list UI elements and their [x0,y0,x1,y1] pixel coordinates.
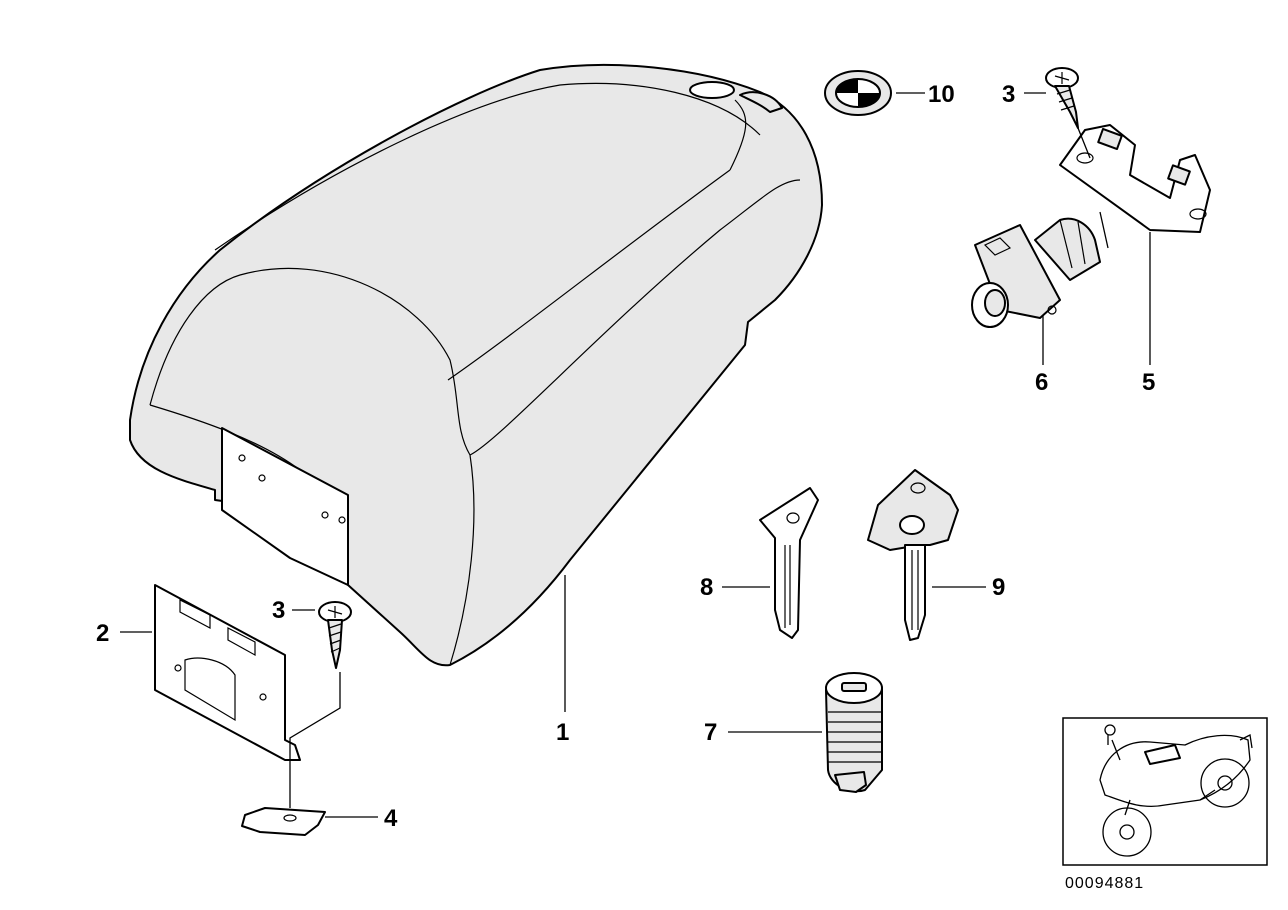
locator-inset [1062,717,1268,866]
callout-9: 9 [992,574,1005,601]
callout-4: 4 [384,805,398,832]
callout-5: 5 [1142,369,1155,396]
seat-cowl-icon [129,63,823,667]
callout-6: 6 [1035,369,1048,396]
callout-3-upper: 3 [1002,81,1015,108]
callout-2: 2 [96,620,109,647]
screw-icon [1045,67,1079,129]
callout-7: 7 [704,719,717,746]
key-icon [867,469,959,641]
lock-bracket-icon [1059,124,1211,233]
screw-icon [318,601,352,669]
reference-number: 00094881 [1065,875,1144,892]
mounting-bracket-icon [154,584,301,761]
key-blank-icon [759,487,819,639]
lock-cylinder-icon [971,217,1101,328]
callout-1: 1 [556,719,569,746]
callout-3-lower: 3 [272,597,285,624]
motorcycle-locator-icon [1099,724,1253,857]
bmw-badge-icon [824,70,892,116]
speed-nut-icon [241,807,326,836]
callout-8: 8 [700,574,713,601]
lock-cylinder-icon [825,672,883,793]
callout-10: 10 [928,81,955,108]
leader-lines [120,92,1151,818]
